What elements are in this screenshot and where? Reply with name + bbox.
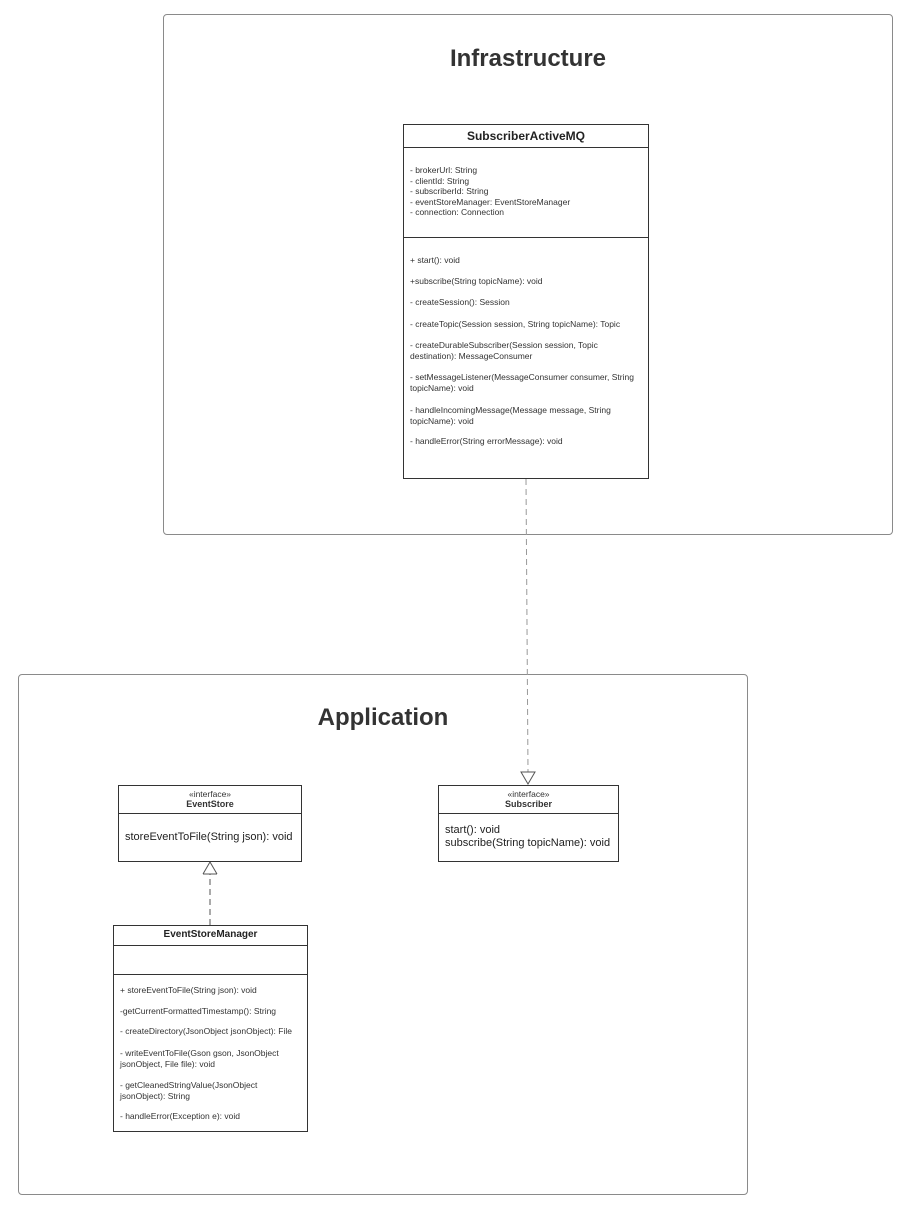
subscriberactivemq-attr-subscriberid: - subscriberId: String: [410, 186, 489, 196]
eventstoremanager-attr-divider: [114, 974, 307, 975]
subscriberactivemq-attr-clientid: - clientId: String: [410, 175, 470, 186]
subscriberactivemq-op-createdurablesubscriber: - createDurableSubscriber(Session sessio…: [410, 340, 601, 361]
infrastructure-package-title: Infrastructure: [449, 45, 607, 72]
subscriberactivemq-op-start: + start(): void: [410, 255, 460, 265]
subscriberactivemq-attr-eventstoremanager: - eventStoreManager: EventStoreManager: [410, 196, 571, 207]
subscriberactivemq-op-createtopic: - createTopic(Session session, String to…: [410, 319, 621, 329]
subscriberactivemq-class-name: SubscriberActiveMQ: [466, 129, 586, 143]
subscriber-name: Subscriber: [504, 799, 553, 809]
eventstoremanager-op-handleerror: - handleError(Exception e): void: [120, 1111, 241, 1121]
subscriberactivemq-op-setmessagelistener: - setMessageListener(MessageConsumer con…: [410, 372, 637, 393]
eventstore-divider: [119, 813, 301, 814]
subscriberactivemq-class: SubscriberActiveMQ - brokerUrl: String -…: [403, 124, 649, 479]
realization-line-subscriberactivemq-subscriber: [525, 478, 529, 773]
eventstoremanager-name-divider: [114, 945, 307, 946]
eventstoremanager-op-getcleanedstringvalue: - getCleanedStringValue(JsonObject jsonO…: [120, 1080, 260, 1101]
subscriberactivemq-attr-brokerurl: - brokerUrl: String: [410, 165, 478, 175]
subscriberactivemq-name-divider: [404, 147, 648, 148]
subscriberactivemq-op-subscribe: +subscribe(String topicName): void: [410, 276, 543, 286]
eventstore-interface: «interface» EventStore storeEventToFile(…: [118, 785, 302, 862]
subscriberactivemq-op-createsession: - createSession(): Session: [410, 297, 510, 307]
subscriberactivemq-op-handleincomingmessage: - handleIncomingMessage(Message message,…: [410, 405, 614, 426]
eventstoremanager-class-name: EventStoreManager: [163, 929, 258, 940]
eventstore-op-storeeventtofile: storeEventToFile(String json): void: [125, 831, 293, 843]
subscriber-interface: «interface» Subscriber start(): void sub…: [438, 785, 619, 862]
eventstoremanager-op-writeeventtofile: - writeEventToFile(Gson gson, JsonObject…: [120, 1048, 282, 1069]
eventstoremanager-class: EventStoreManager + storeEventToFile(Str…: [113, 925, 308, 1132]
subscriber-op-start: start(): void: [445, 824, 501, 836]
subscriber-divider: [439, 813, 618, 814]
eventstore-name: EventStore: [186, 799, 234, 809]
eventstoremanager-op-storeeventtofile: + storeEventToFile(String json): void: [120, 985, 257, 995]
subscriber-stereotype: «interface»: [507, 789, 550, 799]
application-package-title: Application: [317, 704, 449, 731]
eventstoremanager-op-createdirectory: - createDirectory(JsonObject jsonObject)…: [120, 1026, 292, 1036]
subscriberactivemq-attr-divider: [404, 237, 648, 238]
realization-arrowhead-subscriber: [520, 771, 536, 785]
subscriber-op-subscribe: subscribe(String topicName): void: [445, 837, 611, 849]
subscriberactivemq-attr-connection: - connection: Connection: [410, 207, 505, 217]
subscriberactivemq-op-handleerror: - handleError(String errorMessage): void: [410, 436, 563, 446]
eventstoremanager-op-getcurrentformattedtimestamp: -getCurrentFormattedTimestamp(): String: [120, 1006, 277, 1016]
realization-arrowhead-eventstore: [202, 861, 218, 875]
eventstore-stereotype: «interface»: [188, 789, 232, 799]
